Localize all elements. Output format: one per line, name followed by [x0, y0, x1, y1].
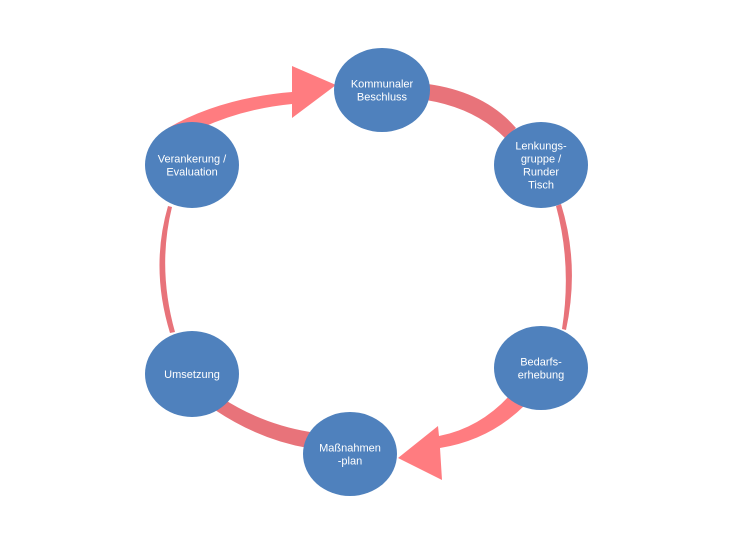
node-label-line: Verankerung / — [158, 154, 227, 166]
node-label-line: Kommunaler — [351, 79, 414, 91]
node-circle — [303, 412, 397, 496]
edges-layer — [159, 66, 572, 480]
cycle-connector-kommunaler-beschluss-to-lenkungsgruppe — [426, 84, 516, 138]
cycle-connector-umsetzung-to-verankerung-evaluation — [159, 206, 175, 333]
node-label-line: Lenkungs- — [515, 141, 567, 153]
cycle-connector-massnahmenplan-to-umsetzung — [215, 398, 310, 448]
node-circle — [334, 48, 430, 132]
node-label-line: Tisch — [528, 180, 554, 192]
node-label-line: Evaluation — [166, 167, 217, 179]
node-label-line: Bedarfs- — [520, 357, 562, 369]
node-verankerung-evaluation: Verankerung /Evaluation — [145, 122, 239, 208]
node-label-line: Beschluss — [357, 92, 408, 104]
node-label: Bedarfs-erhebung — [518, 357, 565, 382]
node-label-line: -plan — [338, 456, 362, 468]
cycle-connector-lenkungsgruppe-to-bedarfserhebung — [556, 204, 572, 330]
node-circle — [494, 122, 588, 208]
node-label: Maßnahmen-plan — [319, 443, 381, 468]
node-label: Umsetzung — [164, 369, 220, 381]
cycle-arrow-verankerung-evaluation-to-kommunaler-beschluss — [168, 66, 336, 140]
node-circle — [494, 326, 588, 410]
node-label-line: erhebung — [518, 370, 565, 382]
node-label-line: Maßnahmen — [319, 443, 381, 455]
node-label-line: Umsetzung — [164, 369, 220, 381]
node-bedarfserhebung: Bedarfs-erhebung — [494, 326, 588, 410]
cycle-arrow-bedarfserhebung-to-massnahmenplan — [398, 395, 525, 480]
node-label: Verankerung /Evaluation — [158, 154, 227, 179]
node-circle — [145, 331, 239, 417]
node-circle — [145, 122, 239, 208]
node-umsetzung: Umsetzung — [145, 331, 239, 417]
node-label-line: Runder — [523, 167, 559, 179]
node-massnahmenplan: Maßnahmen-plan — [303, 412, 397, 496]
node-label-line: gruppe / — [521, 154, 562, 166]
